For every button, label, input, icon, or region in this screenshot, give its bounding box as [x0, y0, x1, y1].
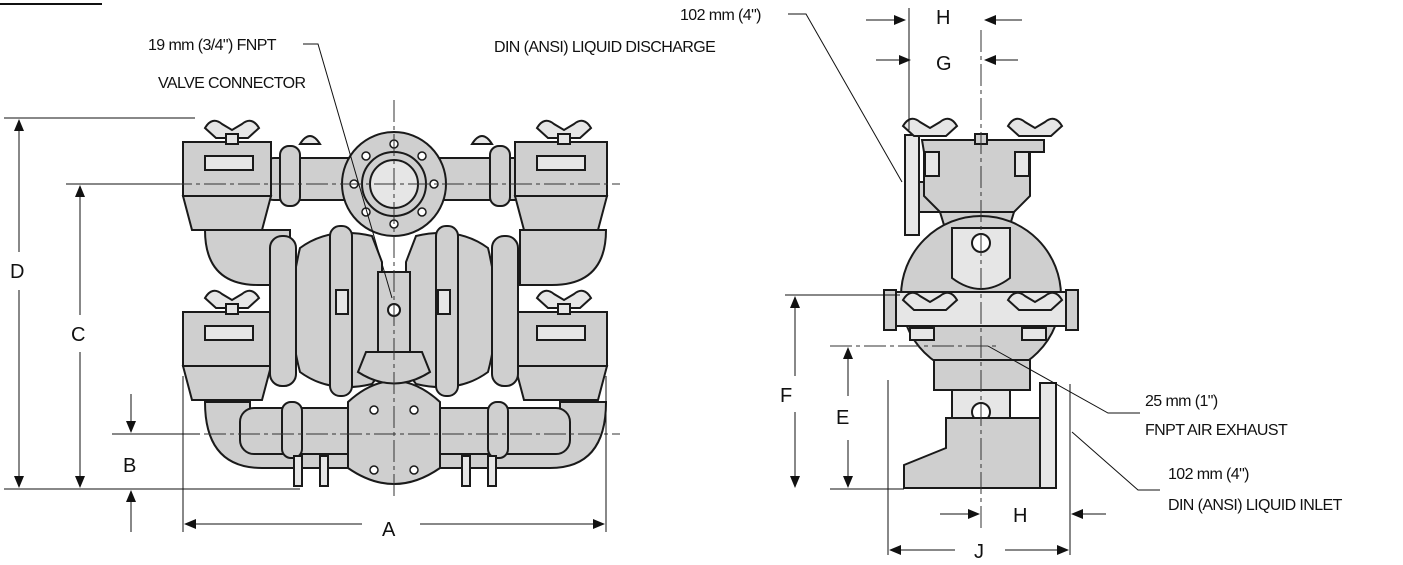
wing-handle-icon: [203, 119, 593, 315]
mounting-feet: [293, 455, 497, 487]
dimension-labels: D C B A H G F E H J: [10, 7, 1027, 563]
liquid-inlet-size: 102 mm (4"): [1168, 466, 1249, 483]
dim-label-C: C: [71, 324, 85, 346]
liquid-inlet-label: DIN (ANSI) LIQUID INLET: [1168, 497, 1343, 514]
dim-label-A: A: [382, 519, 396, 541]
liquid-discharge-size: 102 mm (4"): [680, 7, 761, 24]
valve-housing-lower-right: [513, 311, 609, 401]
dim-label-G: G: [936, 53, 952, 75]
side-inlet-base: [903, 417, 1057, 489]
air-exhaust-label: FNPT AIR EXHAUST: [1145, 422, 1288, 439]
dim-label-H-top: H: [936, 7, 950, 29]
valve-housing-lower-left: [181, 311, 273, 401]
dim-label-B: B: [123, 455, 136, 477]
dim-label-F: F: [780, 385, 792, 407]
dim-label-H-bottom: H: [1013, 505, 1027, 527]
front-view: [181, 119, 609, 487]
liquid-discharge-label: DIN (ANSI) LIQUID DISCHARGE: [494, 39, 715, 56]
dim-label-E: E: [836, 407, 849, 429]
air-exhaust-size: 25 mm (1"): [1145, 393, 1218, 410]
center-block: [335, 271, 451, 385]
side-discharge-flange: [904, 134, 920, 236]
valve-housing-upper-left: [181, 141, 273, 231]
valve-housing-upper-right: [513, 141, 609, 231]
valve-connector-label: VALVE CONNECTOR: [158, 75, 306, 92]
dim-label-D: D: [10, 261, 24, 283]
callout-labels: 19 mm (3/4") FNPT VALVE CONNECTOR 102 mm…: [148, 7, 1343, 514]
valve-connector-size: 19 mm (3/4") FNPT: [148, 37, 277, 54]
dim-label-J: J: [974, 541, 984, 563]
